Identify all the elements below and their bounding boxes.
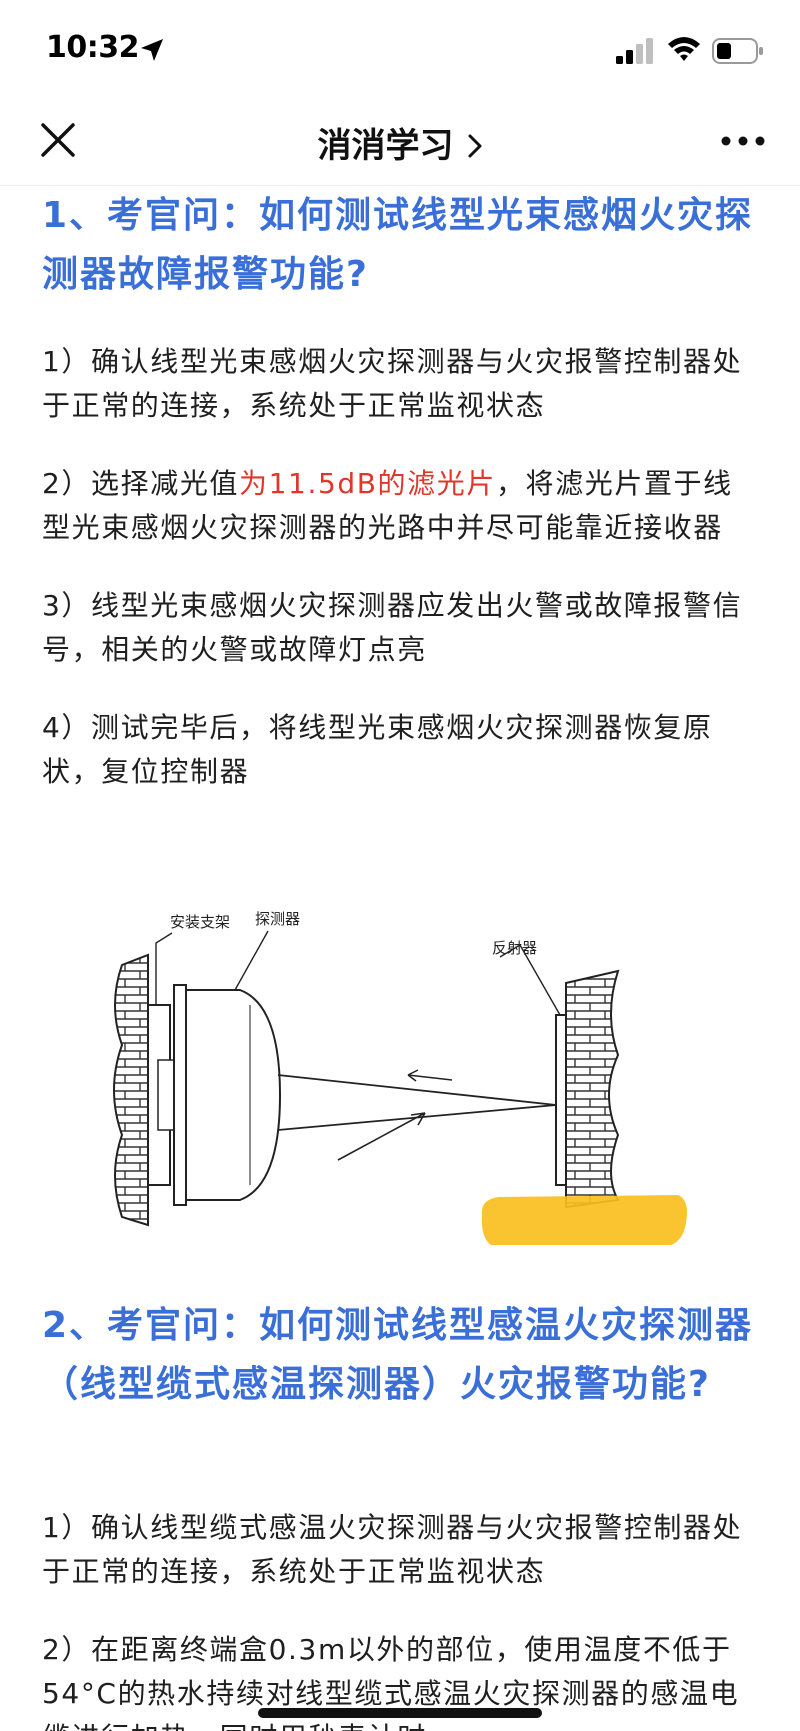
detector-flange — [173, 984, 187, 1206]
step-1-3: 3）线型光束感烟火灾探测器应发出火警或故障报警信号，相关的火警或故障灯点亮 — [42, 589, 743, 666]
cellular-signal-icon — [616, 38, 653, 64]
step-2-1: 1）确认线型缆式感温火灾探测器与火灾报警控制器处于正常的连接，系统处于正常监视状… — [42, 1511, 743, 1588]
home-indicator[interactable] — [258, 1708, 542, 1718]
nav-bar: 消消学习 — [0, 100, 800, 186]
more-icon[interactable] — [720, 130, 766, 152]
light-beam — [277, 1074, 557, 1131]
bracket-label: 安装支架 — [170, 913, 231, 931]
detector-body — [185, 989, 282, 1201]
reflector-label: 反射器 — [492, 939, 538, 957]
article-content: 1、考官问：如何测试线型光束感烟火灾探测器故障报警功能? 1）确认线型光束感烟火… — [42, 186, 758, 794]
status-time: 10:32 — [46, 30, 140, 65]
step-1-2-highlight: 为11.5dB的滤光片 — [239, 467, 496, 500]
right-wall — [565, 969, 620, 1209]
diagram-drawing — [113, 930, 687, 1249]
battery-icon — [712, 38, 763, 64]
detector-label: 探测器 — [255, 910, 301, 928]
marker-highlight — [481, 1195, 687, 1249]
step-1-2: 2）选择减光值为11.5dB的滤光片，将滤光片置于线型光束感烟火灾探测器的光路中… — [42, 462, 758, 550]
beam-detector-diagram: 安装支架 探测器 反射器 — [100, 875, 760, 1249]
status-bar: 10:32 — [0, 0, 800, 100]
left-wall — [113, 953, 149, 1227]
step-1-4: 4）测试完毕后，将线型光束感烟火灾探测器恢复原状，复位控制器 — [42, 711, 713, 788]
question-1-title: 1、考官问：如何测试线型光束感烟火灾探测器故障报警功能? — [42, 195, 754, 295]
step-2-2: 2）在距离终端盒0.3m以外的部位，使用温度不低于54°C的热水持续对线型缆式感… — [42, 1633, 740, 1731]
account-title-link[interactable]: 消消学习 — [0, 118, 800, 167]
reflector-plate — [555, 1014, 567, 1186]
question-2-title: 2、考官问：如何测试线型感温火灾探测器（线型缆式感温探测器）火灾报警功能? — [42, 1305, 754, 1405]
page-title: 消消学习 — [317, 126, 454, 166]
chevron-right-icon — [468, 134, 482, 158]
step-1-2-text-end: ，将滤光片置于线型光束感烟火灾探测器的光路中并尽可能靠近接收器 — [42, 467, 733, 544]
step-1-2-text: 2）选择减光值 — [42, 467, 240, 500]
wifi-icon — [668, 37, 700, 61]
location-arrow-icon — [141, 39, 163, 61]
step-1-1: 1）确认线型光束感烟火灾探测器与火灾报警控制器处于正常的连接，系统处于正常监视状… — [42, 345, 743, 422]
close-icon[interactable] — [38, 120, 78, 160]
